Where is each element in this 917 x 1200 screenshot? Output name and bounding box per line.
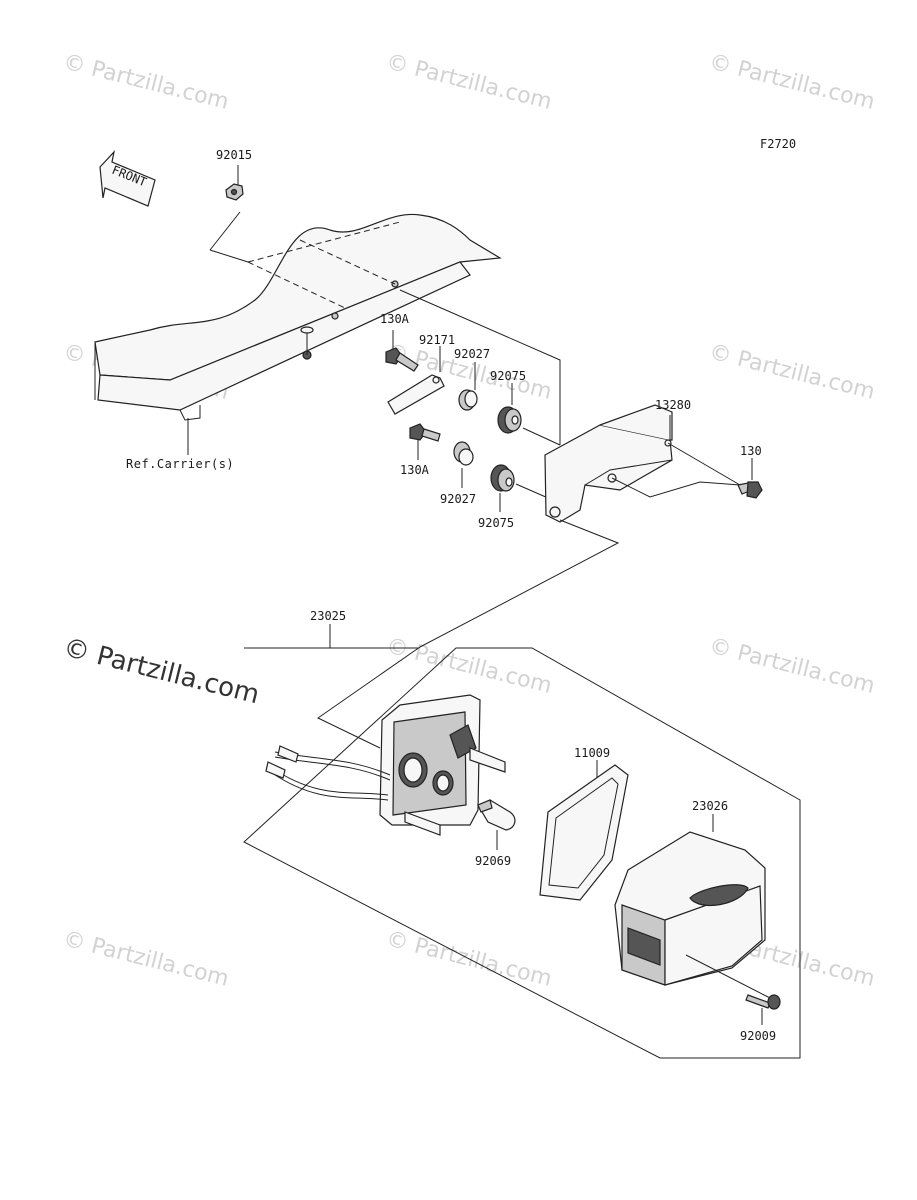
grommet-92075-upper — [497, 383, 522, 434]
bolt-130a-upper — [385, 330, 419, 372]
part-label: 130 — [740, 444, 762, 458]
watermark: © Partzilla.com — [61, 50, 232, 115]
collar-92027-lower — [453, 441, 474, 488]
part-label: 130A — [400, 463, 430, 477]
tail-light-socket — [379, 694, 506, 836]
bolt-130a-lower — [409, 423, 441, 460]
part-label: 92015 — [216, 148, 252, 162]
bolt-130 — [737, 458, 763, 499]
part-label: 92009 — [740, 1029, 776, 1043]
part-label: 11009 — [574, 746, 610, 760]
part-label: 92027 — [440, 492, 476, 506]
part-label: 92075 — [490, 369, 526, 383]
clamp-92171 — [387, 346, 445, 415]
part-label: 23026 — [692, 799, 728, 813]
watermark-prominent: © Partzilla.com — [60, 633, 262, 711]
lens-23026 — [614, 814, 766, 986]
figure-code: F2720 — [760, 137, 796, 151]
carrier-rack — [94, 213, 502, 421]
gasket-11009 — [539, 760, 629, 901]
watermark-grid: © Partzilla.com © Partzilla.com © Partzi… — [60, 50, 877, 992]
front-arrow-icon: FRONT — [99, 150, 156, 207]
bulb-92069 — [477, 799, 516, 850]
watermark: © Partzilla.com — [61, 927, 232, 992]
part-label: 13280 — [655, 398, 691, 412]
bracket-13280 — [544, 404, 673, 523]
watermark: © Partzilla.com — [707, 340, 878, 405]
watermark: © Partzilla.com — [707, 50, 878, 115]
part-label: 92069 — [475, 854, 511, 868]
collar-92027-upper — [458, 362, 478, 411]
wiring-harness — [265, 745, 391, 801]
nut-92015 — [225, 165, 244, 201]
part-label: 130A — [380, 312, 410, 326]
part-label: 23025 — [310, 609, 346, 623]
ref-label: Ref.Carrier(s) — [126, 457, 234, 471]
watermark: © Partzilla.com — [707, 634, 878, 699]
part-label: 92027 — [454, 347, 490, 361]
grommet-92075-lower — [490, 464, 515, 512]
part-label: 92075 — [478, 516, 514, 530]
part-label: 92171 — [419, 333, 455, 347]
watermark: © Partzilla.com — [384, 634, 555, 699]
watermark: © Partzilla.com — [384, 50, 555, 115]
screw-92009 — [685, 954, 781, 1025]
